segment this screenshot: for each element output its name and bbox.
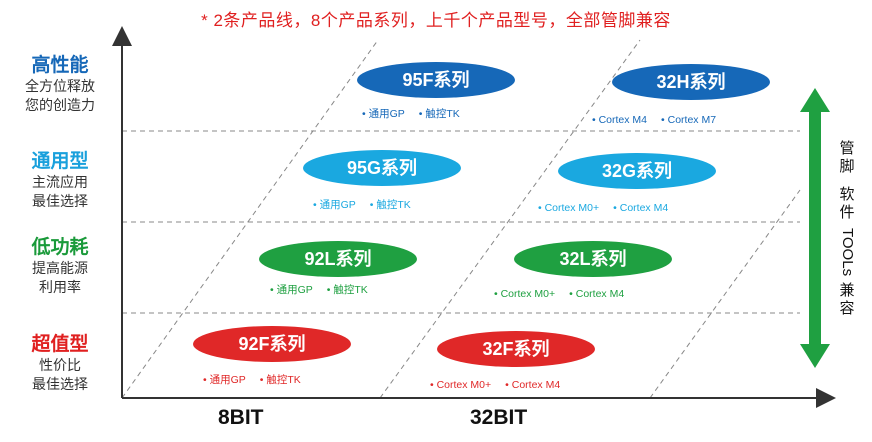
tag: 触控TK <box>370 197 410 212</box>
tier-title: 高性能 <box>31 55 89 76</box>
series-92f: 92F系列 <box>193 326 351 362</box>
series-32h-tags: Cortex M4 Cortex M7 <box>592 114 730 126</box>
tier-desc: 提高能源 <box>32 260 88 276</box>
series-92l-tags: 通用GP 触控TK <box>270 282 382 297</box>
tier-high-performance: 高性能 全方位释放 您的创造力 <box>0 54 120 115</box>
series-32f: 32F系列 <box>437 331 595 367</box>
tag: 通用GP <box>362 106 405 121</box>
tier-general-purpose: 通用型 主流应用 最佳选择 <box>0 150 120 211</box>
side-char: 容 <box>839 300 855 318</box>
tag: Cortex M4 <box>613 202 668 214</box>
tag: Cortex M4 <box>505 379 560 391</box>
tag: Cortex M4 <box>569 288 624 300</box>
tier-title: 低功耗 <box>31 237 89 258</box>
series-95g-tags: 通用GP 触控TK <box>313 197 425 212</box>
tier-low-power: 低功耗 提高能源 利用率 <box>0 236 120 297</box>
double-arrow-icon <box>800 88 830 368</box>
side-char: 脚 <box>839 158 855 175</box>
tag: Cortex M0+ <box>494 288 556 300</box>
series-32h: 32H系列 <box>612 64 770 100</box>
tier-desc: 最佳选择 <box>32 193 88 209</box>
side-char: 兼 <box>839 282 855 300</box>
tag: 触控TK <box>327 282 367 297</box>
tag: 通用GP <box>313 197 356 212</box>
tag: Cortex M4 <box>592 114 647 126</box>
x-label-32bit: 32BIT <box>470 406 528 429</box>
tier-desc: 性价比 <box>39 357 81 373</box>
series-95g: 95G系列 <box>303 150 461 186</box>
tag: 触控TK <box>260 372 300 387</box>
series-32l: 32L系列 <box>514 241 672 277</box>
series-95f-tags: 通用GP 触控TK <box>362 106 474 121</box>
column-divider <box>649 189 801 399</box>
side-char: 软 <box>839 186 855 203</box>
side-char: 件 <box>839 204 855 221</box>
tier-title: 超值型 <box>31 334 89 355</box>
tier-desc: 利用率 <box>39 279 81 295</box>
tag: Cortex M0+ <box>538 202 600 214</box>
series-95f: 95F系列 <box>357 62 515 98</box>
side-tools: TOOLs <box>839 228 856 277</box>
tag: 通用GP <box>203 372 246 387</box>
series-92l: 92L系列 <box>259 241 417 277</box>
top-note: * 2条产品线，8个产品系列，上千个产品型号，全部管脚兼容 <box>201 11 671 30</box>
series-32g-tags: Cortex M0+ Cortex M4 <box>538 202 682 214</box>
tier-desc: 最佳选择 <box>32 376 88 392</box>
series-32g: 32G系列 <box>558 153 716 189</box>
tier-desc: 全方位释放 <box>25 78 95 94</box>
tier-title: 通用型 <box>31 151 89 172</box>
tier-desc: 您的创造力 <box>25 97 95 113</box>
series-92f-tags: 通用GP 触控TK <box>203 372 315 387</box>
column-divider <box>121 39 379 399</box>
x-label-8bit: 8BIT <box>218 406 264 429</box>
tag: Cortex M7 <box>661 114 716 126</box>
side-char: 管 <box>839 140 855 157</box>
tag: Cortex M0+ <box>430 379 492 391</box>
tier-value: 超值型 性价比 最佳选择 <box>0 333 120 394</box>
tag: 通用GP <box>270 282 313 297</box>
series-32f-tags: Cortex M0+ Cortex M4 <box>430 379 574 391</box>
tag: 触控TK <box>419 106 459 121</box>
series-32l-tags: Cortex M0+ Cortex M4 <box>494 288 638 300</box>
column-divider <box>379 39 641 399</box>
tier-desc: 主流应用 <box>32 174 88 190</box>
side-label: 管 脚 软 件 TOOLs 兼 容 <box>836 140 858 318</box>
